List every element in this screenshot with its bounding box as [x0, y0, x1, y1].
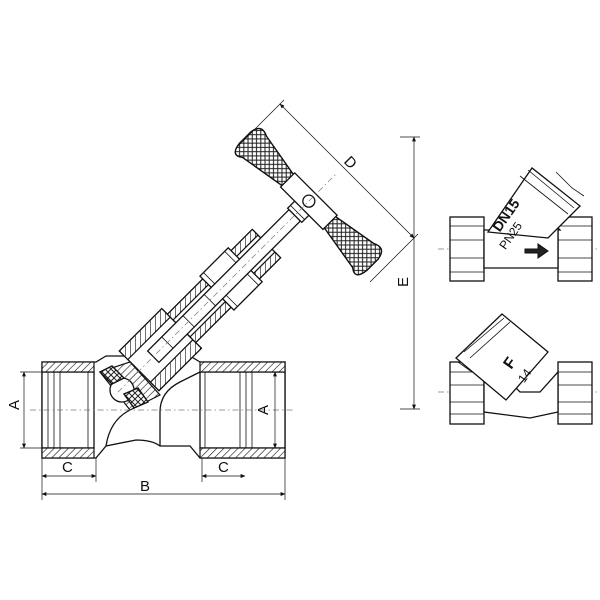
- dim-c-right-label: C: [218, 459, 229, 476]
- dim-e: E: [395, 136, 420, 410]
- main-valve-section: A A C C B D: [6, 99, 419, 500]
- dim-a-left-label: A: [6, 400, 23, 410]
- dim-e-label: E: [395, 277, 412, 287]
- valve-bottom-view: F 14: [438, 313, 600, 425]
- dim-b-label: B: [140, 478, 150, 495]
- dim-c-left-label: C: [62, 459, 73, 476]
- valve-top-view: DN15 PN25: [438, 167, 600, 282]
- dim-a-right-label: A: [255, 405, 272, 415]
- dim-d-label: D: [340, 153, 360, 173]
